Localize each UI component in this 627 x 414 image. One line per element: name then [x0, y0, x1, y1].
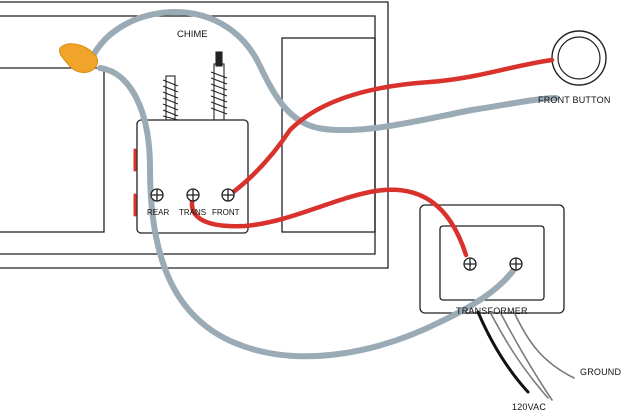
chime-plunger-left: [162, 75, 179, 123]
chime-terminal-block: [136, 119, 249, 234]
ground-lead: [513, 311, 575, 379]
terminal-screw-trans: [186, 188, 200, 202]
ground-label: GROUND: [580, 367, 621, 377]
chime-housing: [0, 1, 389, 269]
trans-terminal-label: TRANS: [179, 208, 206, 217]
front-button-label: FRONT BUTTON: [538, 95, 611, 105]
chime-plunger-right: [210, 51, 228, 121]
transformer-label: TRANSFORMER: [456, 306, 528, 316]
rear-terminal-label: REAR: [147, 208, 169, 217]
neutral-lead-white: [489, 311, 549, 399]
chime-label: CHIME: [177, 29, 208, 40]
gray-wire: [85, 9, 559, 360]
chime-right-panel: [281, 37, 376, 233]
chime-left-panel: [0, 67, 105, 233]
front-terminal-label: FRONT: [212, 208, 240, 217]
terminal-screw-rear: [150, 188, 164, 202]
transformer-screw-right: [509, 257, 523, 271]
front-button: [551, 30, 607, 86]
transformer-box: [419, 204, 565, 314]
transformer-leads: [476, 310, 575, 401]
red-wire: [133, 57, 555, 258]
voltage-label: 120VAC: [512, 402, 546, 412]
terminal-screw-front: [221, 188, 235, 202]
wire-nut: [59, 43, 99, 73]
transformer-screw-left: [463, 257, 477, 271]
hot-lead-black: [476, 310, 530, 394]
